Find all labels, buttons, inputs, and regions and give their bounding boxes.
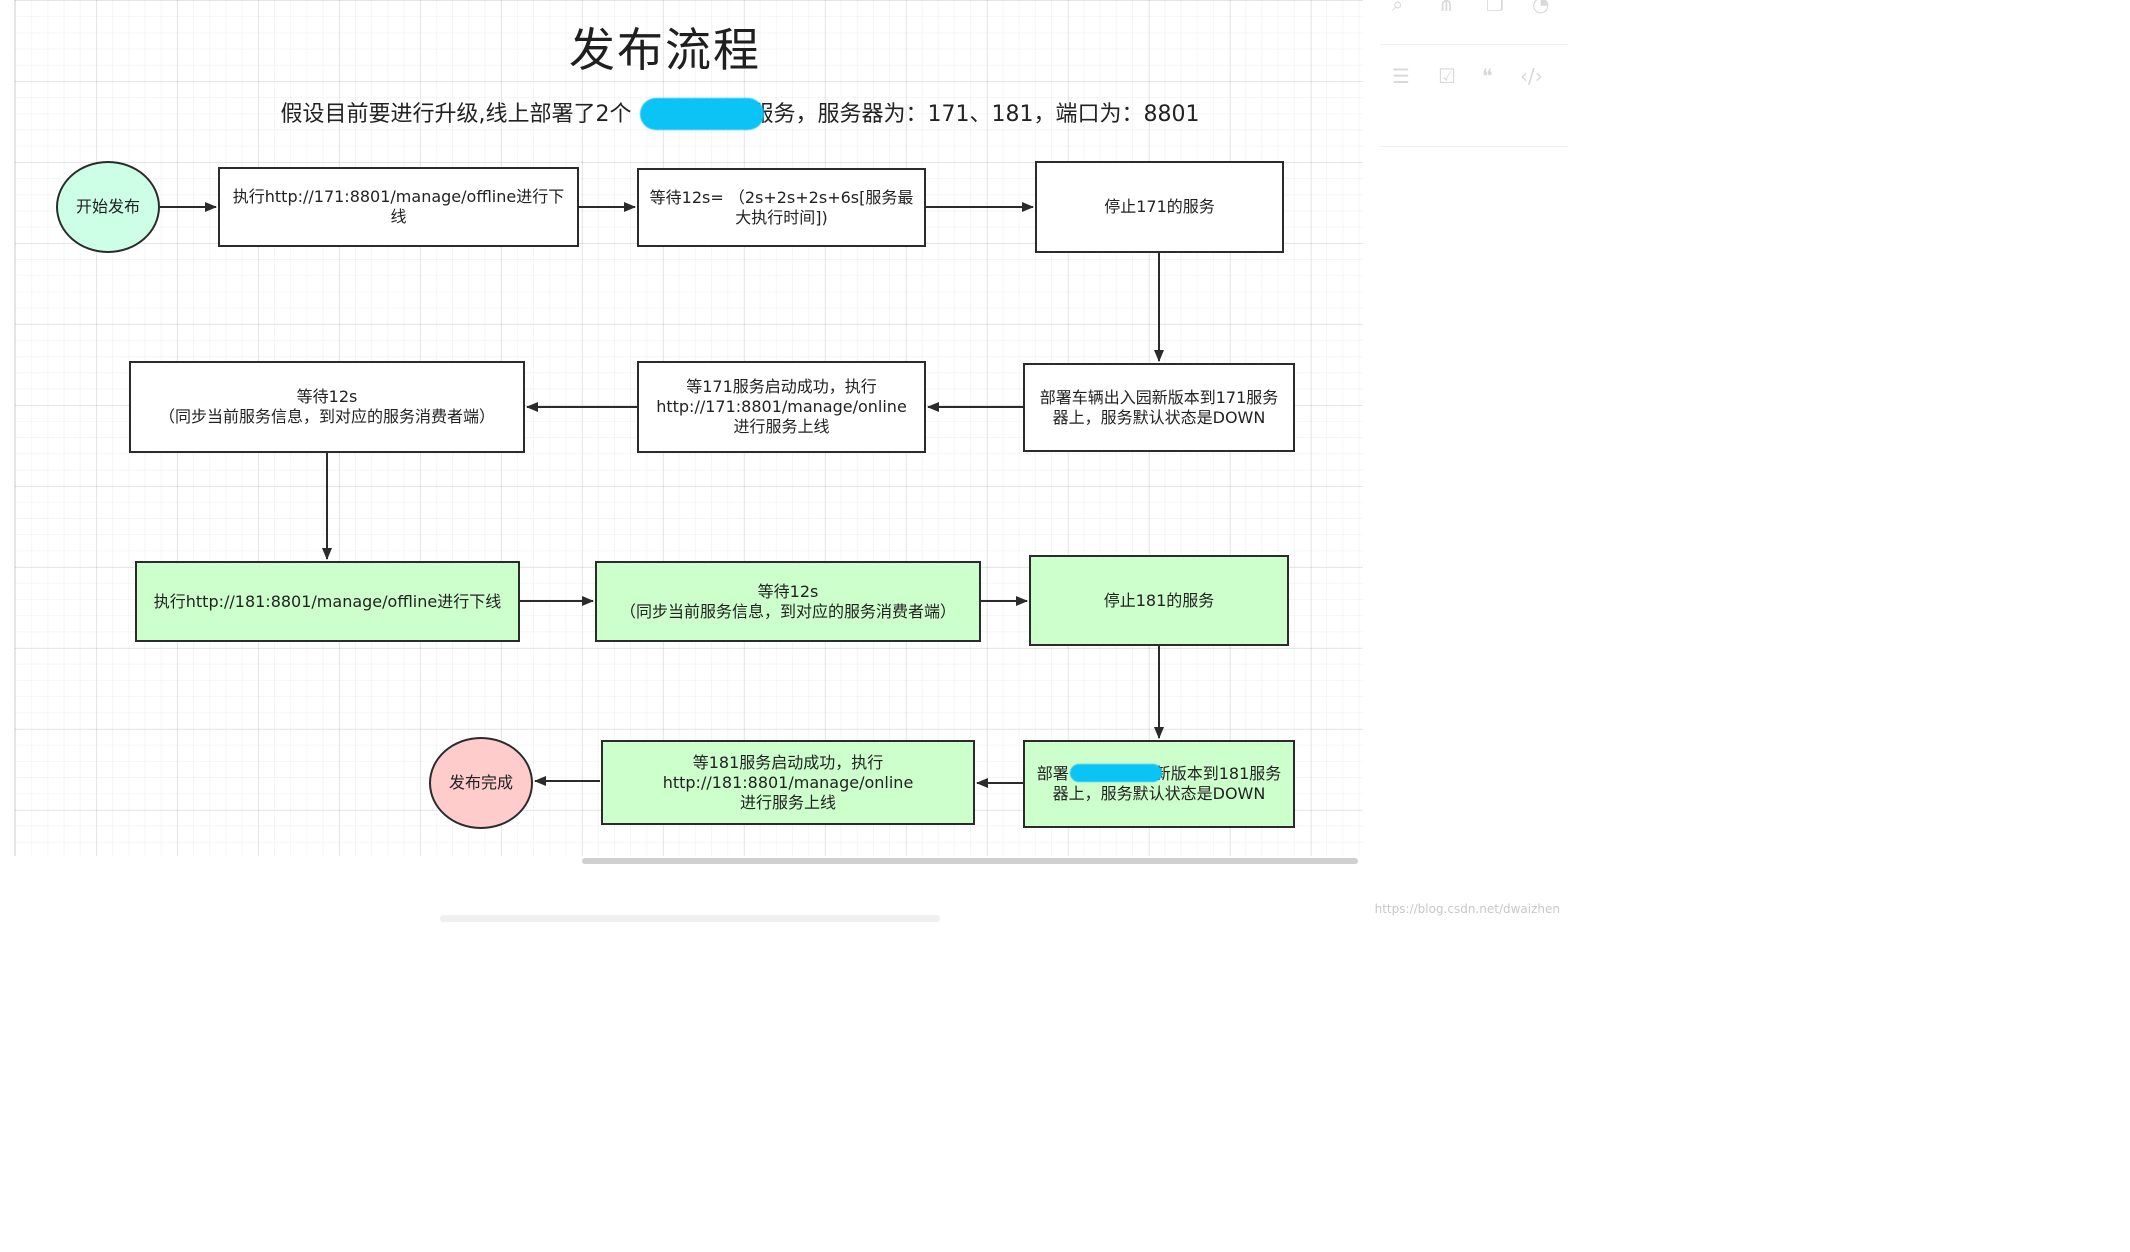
horizontal-scrollbar[interactable]	[582, 858, 1358, 864]
subtitle-prefix: 假设目前要进行升级,线上部署了2个	[280, 102, 632, 127]
code-icon[interactable]: ‹/›	[1520, 64, 1543, 88]
flow-edges	[160, 202, 1164, 788]
node-stop-181[interactable]: 停止181的服务	[1029, 555, 1289, 646]
toolbar-divider	[1380, 146, 1568, 147]
node-wait-12s-sync-1[interactable]: 等待12s （同步当前服务信息，到对应的服务消费者端）	[129, 361, 525, 453]
quote-icon[interactable]: ❝	[1482, 64, 1493, 88]
history-icon[interactable]: ◔	[1532, 0, 1550, 16]
share-icon[interactable]: ⋔	[1438, 0, 1455, 16]
toolbar-divider	[1380, 44, 1568, 45]
node-deploy-181[interactable]: 部署新版本到181服务器上，服务默认状态是DOWN	[1023, 740, 1295, 828]
subtitle-suffix: 服务，服务器为：171、181，端口为：8801	[751, 102, 1200, 127]
bottom-scroll-track	[440, 915, 940, 922]
node-offline-181[interactable]: 执行http://181:8801/manage/offline进行下线	[135, 561, 520, 642]
redaction-mark	[1070, 764, 1162, 782]
node-online-171[interactable]: 等171服务启动成功，执行 http://171:8801/manage/onl…	[637, 361, 926, 453]
node-offline-171[interactable]: 执行http://171:8801/manage/offline进行下线	[218, 167, 579, 247]
search-icon[interactable]: ⌕	[1392, 0, 1404, 16]
node-end[interactable]: 发布完成	[429, 737, 533, 829]
node-wait-12s-sync-2[interactable]: 等待12s （同步当前服务信息，到对应的服务消费者端）	[595, 561, 981, 642]
list-icon[interactable]: ☰	[1392, 64, 1410, 88]
diagram-title: 发布流程	[569, 23, 761, 77]
deploy181-suffix: 新版本到181服务器上，服务默认状态是DOWN	[1052, 764, 1282, 803]
deploy181-prefix: 部署	[1036, 764, 1069, 783]
redaction-mark	[640, 98, 764, 130]
node-start[interactable]: 开始发布	[56, 161, 160, 253]
watermark: https://blog.csdn.net/dwaizhen	[1374, 902, 1560, 916]
node-online-181[interactable]: 等181服务启动成功，执行 http://181:8801/manage/onl…	[601, 740, 975, 825]
diagram-subtitle: 假设目前要进行升级,线上部署了2个 服务，服务器为：171、181，端口为：880…	[0, 96, 1480, 128]
node-deploy-171[interactable]: 部署车辆出入园新版本到171服务器上，服务默认状态是DOWN	[1023, 363, 1295, 452]
node-stop-171[interactable]: 停止171的服务	[1035, 161, 1284, 253]
copy-icon[interactable]: ❐	[1486, 0, 1504, 16]
node-wait-12s-first[interactable]: 等待12s= （2s+2s+2s+6s[服务最大执行时间])	[637, 168, 926, 247]
checkbox-icon[interactable]: ☑	[1438, 64, 1456, 88]
